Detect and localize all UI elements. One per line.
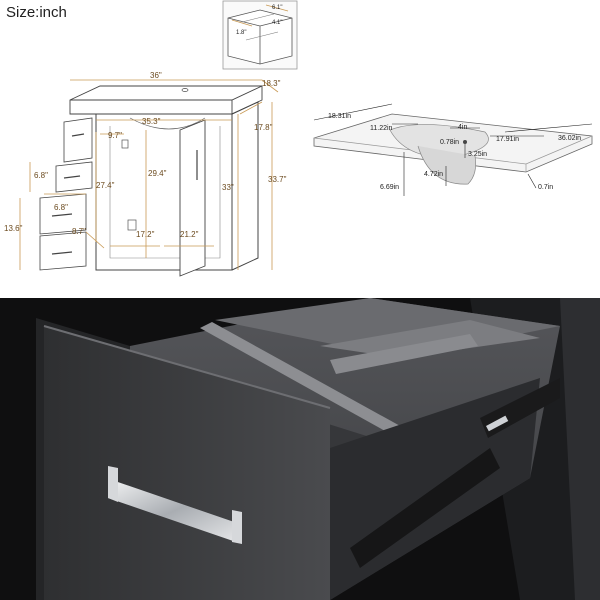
sink-dimension-diagram: 18.31in 11.22in 4in 0.78in 17.91in 36.02… [313, 103, 593, 196]
detail-dim-c: 1.8" [236, 30, 246, 36]
sink-dim-bowl-front: 3.25in [468, 151, 487, 158]
sink-dim-lip: 0.7in [538, 184, 553, 191]
drawer-detail-diagram: 6.1" 4.1" 1.8" [222, 0, 298, 70]
sink-dim-right-edge: 17.91in [496, 136, 519, 143]
sink-dim-faucet-gap: 4in [458, 124, 467, 131]
dim-lower-drawer: 6.8" [54, 203, 68, 212]
dim-width: 36" [150, 71, 162, 80]
sink-dim-total-width: 36.02in [558, 135, 581, 142]
dim-small-drawer: 6.8" [34, 171, 48, 180]
dim-bottom-right: 21.2" [180, 230, 199, 239]
drawer-handle [108, 466, 242, 544]
detail-dim-b: 4.1" [272, 20, 282, 26]
dim-drawer-gap: 9.7" [108, 131, 122, 140]
dim-inner-height: 29.4" [148, 169, 167, 178]
dim-inner-width: 35.3" [142, 117, 161, 126]
detail-dim-a: 6.1" [272, 5, 282, 11]
drawer-closeup-photo [0, 298, 600, 600]
dim-bottom-left: 17.2" [136, 230, 155, 239]
cabinet-dimension-diagram: 36" 18.3" 17.8" 35.3" 9.7" 6.8" 27.4" 29… [4, 71, 287, 277]
dim-depth-top: 18.3" [262, 79, 281, 88]
sink-dim-bowl-depth: 4.72in [424, 171, 443, 178]
dim-depth-body: 17.8" [254, 123, 273, 132]
dim-body-height: 33" [222, 183, 234, 192]
sink-dim-depth: 18.31in [328, 113, 351, 120]
page-title: Size:inch [6, 4, 67, 21]
dim-door-height: 27.4" [96, 181, 115, 190]
sink-dim-hole: 0.78in [440, 139, 459, 146]
dim-lower-stack: 13.6" [4, 224, 23, 233]
sink-dim-left-edge: 11.22in [370, 125, 393, 132]
dim-total-height: 33.7" [268, 175, 287, 184]
sink-dim-height: 6.69in [380, 184, 399, 191]
dim-drawer-depth: 8.7" [72, 227, 86, 236]
